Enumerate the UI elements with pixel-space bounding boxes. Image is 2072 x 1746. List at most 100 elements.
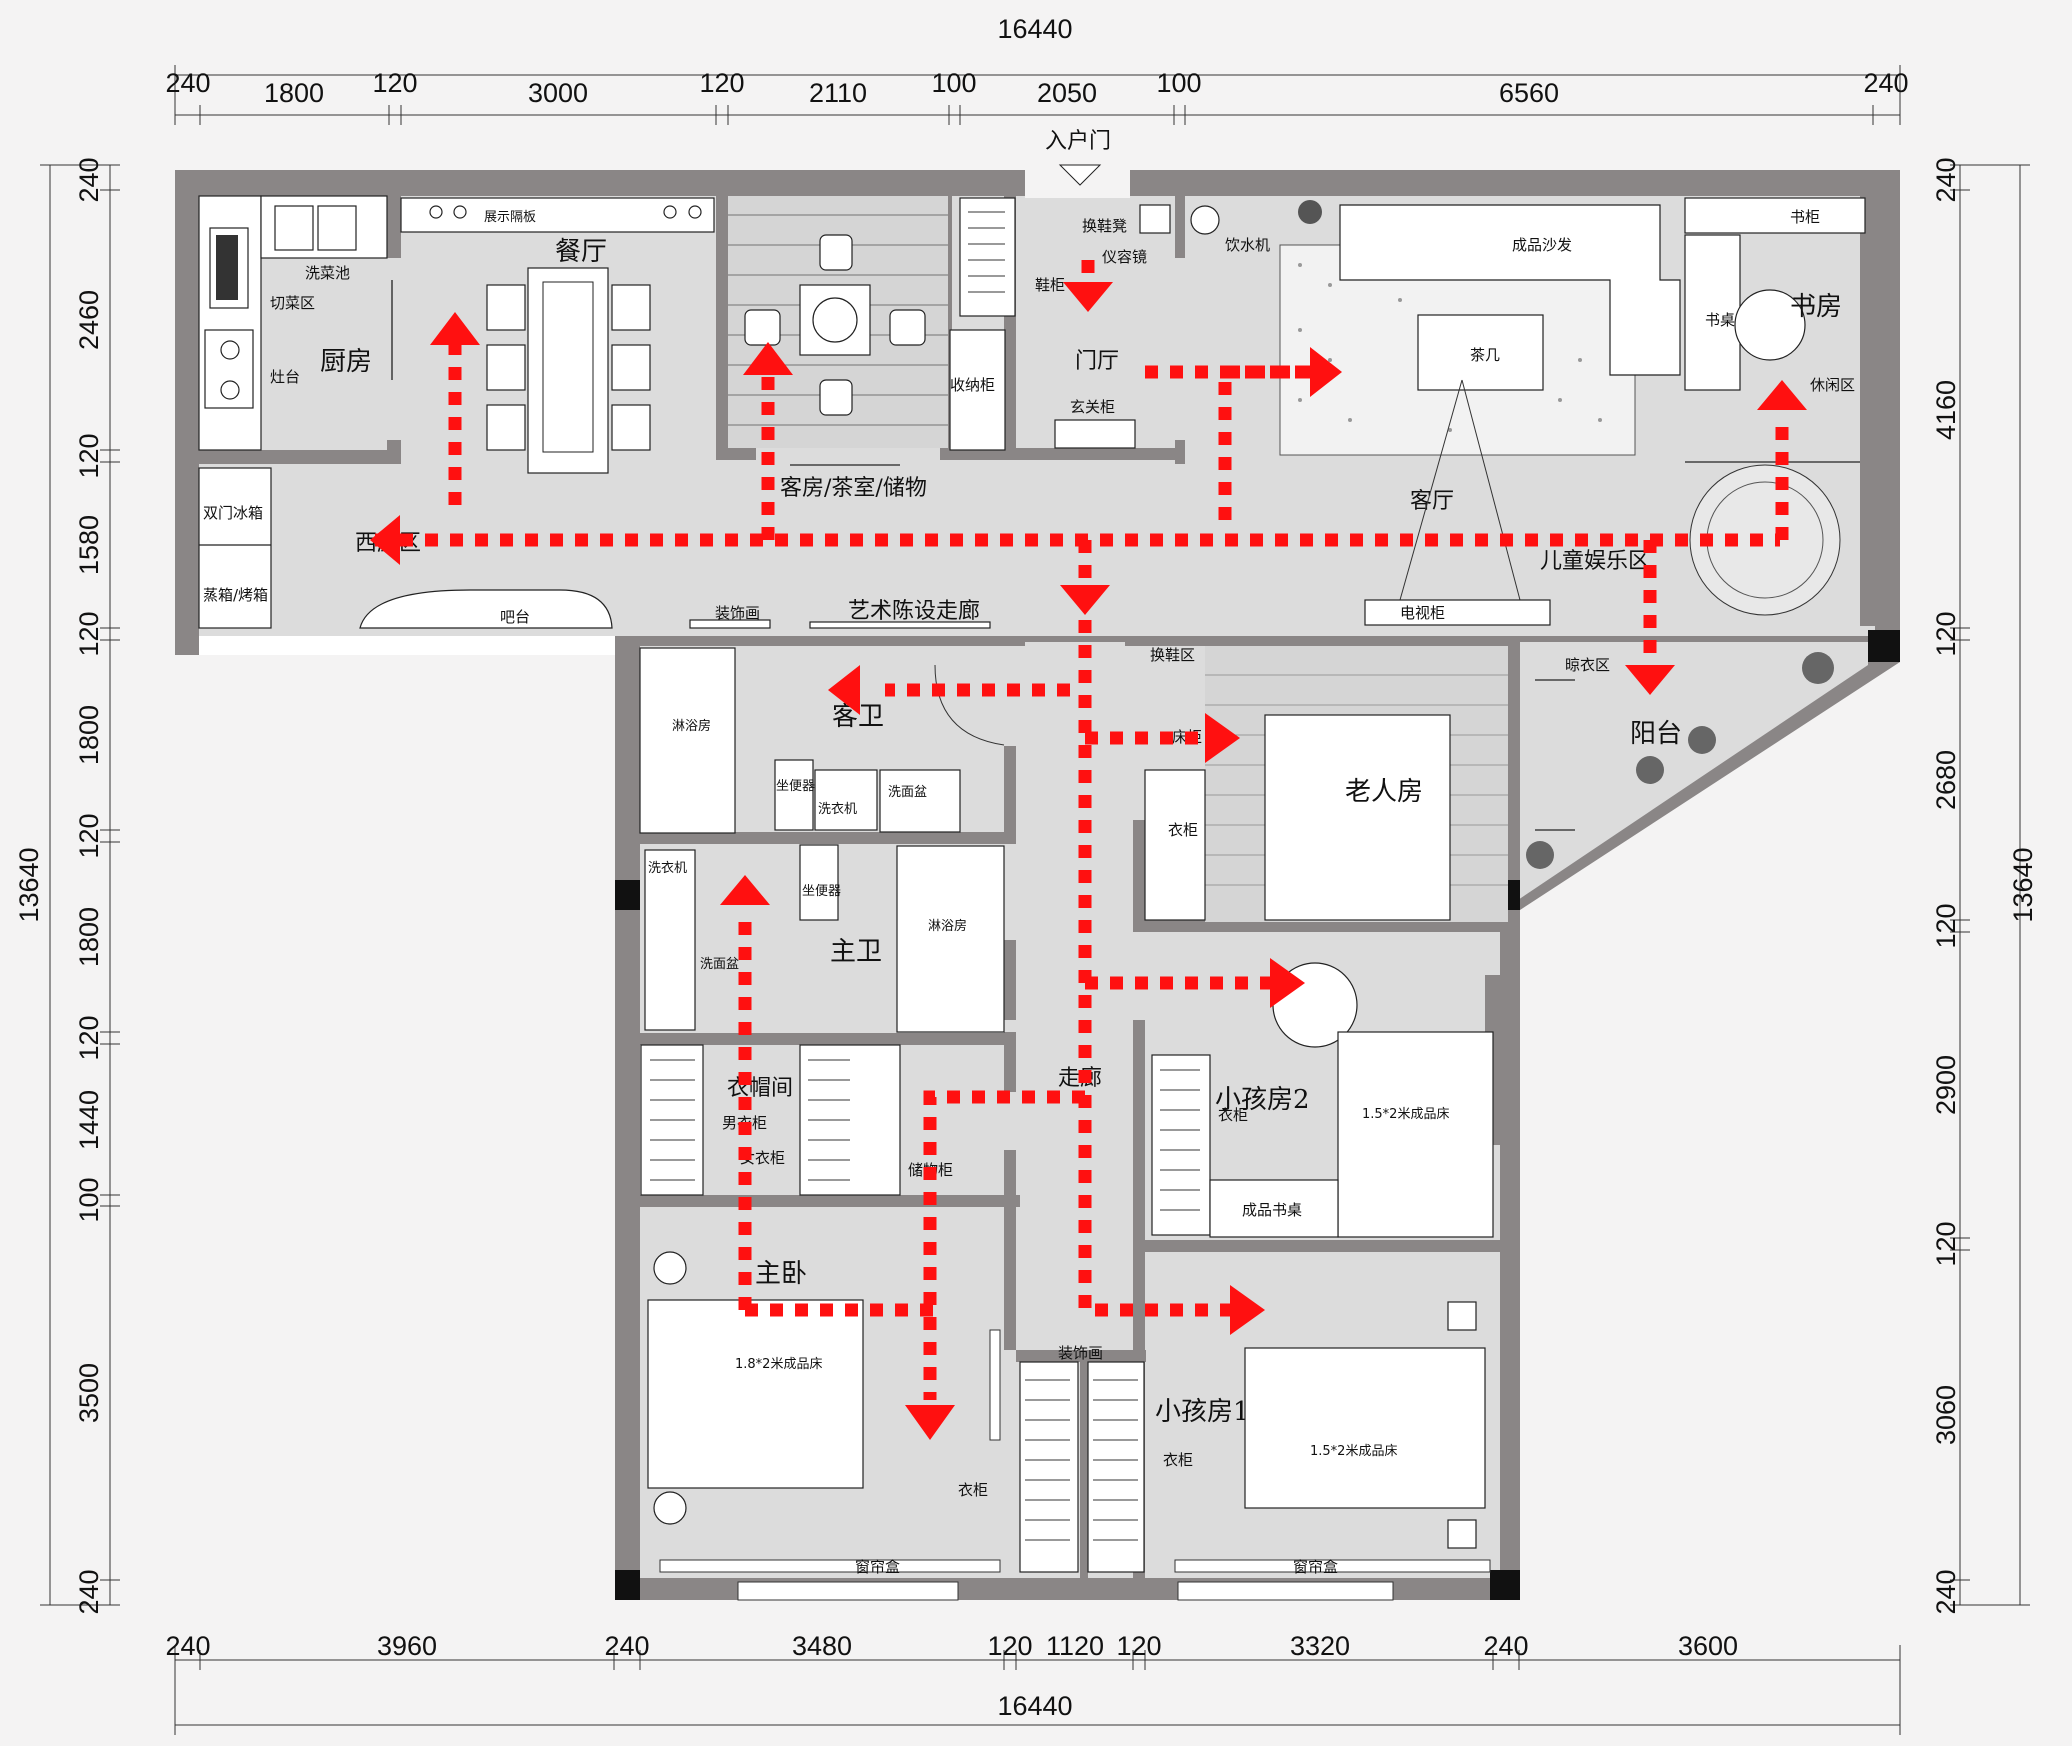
kitchen-label: 厨房 — [320, 347, 372, 377]
dim-top: 100 — [1156, 68, 1201, 98]
arrow-corridor — [1060, 585, 1110, 615]
circulation-routes — [370, 260, 1807, 1440]
shower2-label: 淋浴房 — [928, 918, 967, 934]
master-bath-label: 主卫 — [830, 937, 882, 967]
dim-left: 120 — [74, 813, 104, 858]
interior-walls — [199, 196, 1900, 1600]
right-dimension: 240 4160 120 2680 120 2900 120 3060 240 … — [1931, 157, 2038, 1614]
dim-right: 120 — [1931, 611, 1961, 656]
dim-left: 240 — [74, 157, 104, 202]
balcony-label: 阳台 — [1630, 719, 1682, 749]
kid-room2-label: 小孩房2 — [1215, 1085, 1310, 1115]
elder-room-label: 老人房 — [1345, 777, 1423, 807]
window — [1177, 1581, 1394, 1601]
dim-left: 1800 — [74, 907, 104, 967]
dim-bottom: 3960 — [377, 1631, 437, 1661]
shoe-bench-label: 换鞋凳 — [1082, 217, 1127, 235]
dim-right: 240 — [1931, 1569, 1961, 1614]
arrow-guest-bath — [828, 665, 860, 715]
guest-tea-room: 收纳柜 客房/茶室/储物 — [728, 196, 1006, 501]
western-kitchen: 双门冰箱 蒸箱/烤箱 吧台 西厨区 — [198, 467, 613, 629]
arrow-foyer — [1063, 282, 1113, 312]
kid-room-2: 1.5*2米成品床 成品书桌 小孩房2 衣柜 — [1151, 962, 1494, 1238]
dim-right: 2900 — [1931, 1055, 1961, 1115]
dim-left: 120 — [74, 433, 104, 478]
dim-left: 3500 — [74, 1363, 104, 1423]
dim-top: 100 — [931, 68, 976, 98]
dim-bottom: 240 — [165, 1631, 210, 1661]
master-bedroom: 1.8*2米成品床 主卧 衣柜 窗帘盒 — [647, 1251, 1001, 1576]
dim-top: 2050 — [1037, 78, 1097, 108]
dim-top: 1800 — [264, 78, 324, 108]
mirror-label: 仪容镜 — [1102, 248, 1147, 266]
kitchen: 洗菜池 切菜区 厨房 灶台 — [198, 195, 393, 451]
dim-right: 3060 — [1931, 1385, 1961, 1445]
left-dimension: 13640 240 2460 120 1580 120 1800 120 180… — [14, 157, 120, 1615]
toilet2-label: 坐便器 — [802, 884, 841, 899]
wardrobe3-label: 衣柜 — [958, 1481, 988, 1499]
arrow-west — [370, 515, 400, 565]
dim-right-total: 13640 — [2008, 847, 2038, 922]
balcony: 晾衣区 阳台 — [1526, 652, 1834, 869]
dim-top-total: 16440 — [997, 14, 1072, 44]
dim-left: 1440 — [74, 1090, 104, 1150]
decor1-label: 装饰画 — [715, 604, 760, 622]
cloakroom: 衣帽间 男衣柜 女衣柜 储物柜 — [640, 1044, 953, 1196]
master-bath: 洗衣机 洗面盆 坐便器 淋浴房 主卫 — [644, 844, 1005, 1033]
kids-play-label: 儿童娱乐区 — [1540, 549, 1650, 574]
art-corridor: 装饰画 艺术陈设走廊 — [689, 599, 991, 629]
washer-label: 洗衣机 — [818, 801, 857, 817]
bed-kid2-label: 1.5*2米成品床 — [1362, 1107, 1449, 1122]
study-label: 书房 — [1790, 292, 1842, 322]
dim-top: 6560 — [1499, 78, 1559, 108]
dim-top: 2110 — [809, 78, 867, 108]
dining-label: 餐厅 — [555, 237, 607, 267]
dim-top: 120 — [372, 68, 417, 98]
dim-top: 120 — [699, 68, 744, 98]
basin2-label: 洗面盆 — [700, 957, 739, 972]
shower1-label: 淋浴房 — [672, 718, 711, 734]
dry-label: 晾衣区 — [1565, 656, 1610, 674]
dim-bottom: 120 — [987, 1631, 1032, 1661]
study: 书柜 书桌 书房 休闲区 — [1684, 197, 1866, 463]
dim-right: 120 — [1931, 903, 1961, 948]
fridge-label: 双门冰箱 — [203, 504, 263, 522]
master-bed-label: 主卧 — [755, 1259, 807, 1289]
dim-right: 2680 — [1931, 750, 1961, 810]
basin-label: 洗面盆 — [888, 785, 927, 800]
cloakroom-label: 衣帽间 — [727, 1076, 793, 1101]
sofa-label: 成品沙发 — [1512, 236, 1572, 254]
dim-bottom: 3480 — [792, 1631, 852, 1661]
dim-left: 100 — [74, 1177, 104, 1222]
water-label: 饮水机 — [1225, 236, 1270, 254]
shoe-change-label: 换鞋区 — [1150, 646, 1195, 664]
display-label: 展示隔板 — [484, 210, 536, 225]
dim-left: 120 — [74, 611, 104, 656]
kid-room1-label: 小孩房1 — [1155, 1397, 1250, 1427]
wardrobe2-label: 衣柜 — [1218, 1106, 1248, 1124]
elder-room: 老人房 衣柜 换鞋区 床柜 — [1144, 646, 1508, 922]
dim-bottom-total: 16440 — [997, 1691, 1072, 1721]
window — [737, 1581, 959, 1601]
dim-left: 120 — [74, 1015, 104, 1060]
art-corridor-label: 艺术陈设走廊 — [848, 599, 980, 624]
cut-label: 切菜区 — [270, 294, 315, 312]
dim-top: 3000 — [528, 78, 588, 108]
curtain1-label: 窗帘盒 — [855, 1558, 900, 1576]
curtain2-label: 窗帘盒 — [1293, 1558, 1338, 1576]
dim-bottom: 3600 — [1678, 1631, 1738, 1661]
living-room: 成品沙发 茶几 饮水机 客厅 电视柜 — [1190, 200, 1681, 626]
arrow-elder — [1205, 713, 1240, 763]
arrow-guest — [743, 342, 793, 375]
dining: 展示隔板 餐厅 — [400, 197, 715, 474]
dim-left: 1580 — [74, 515, 104, 575]
dim-top: 240 — [1863, 68, 1908, 98]
tv-label: 电视柜 — [1400, 604, 1445, 622]
dim-left: 240 — [74, 1569, 104, 1614]
arrow-balcony — [1625, 665, 1675, 695]
bar-label: 吧台 — [500, 608, 530, 626]
dim-bottom: 3320 — [1290, 1631, 1350, 1661]
guest-bath: 淋浴房 坐便器 洗衣机 洗面盆 客卫 — [639, 647, 1005, 834]
bottom-dimension: 240 3960 240 3480 120 1120 120 3320 240 … — [165, 1631, 1901, 1735]
